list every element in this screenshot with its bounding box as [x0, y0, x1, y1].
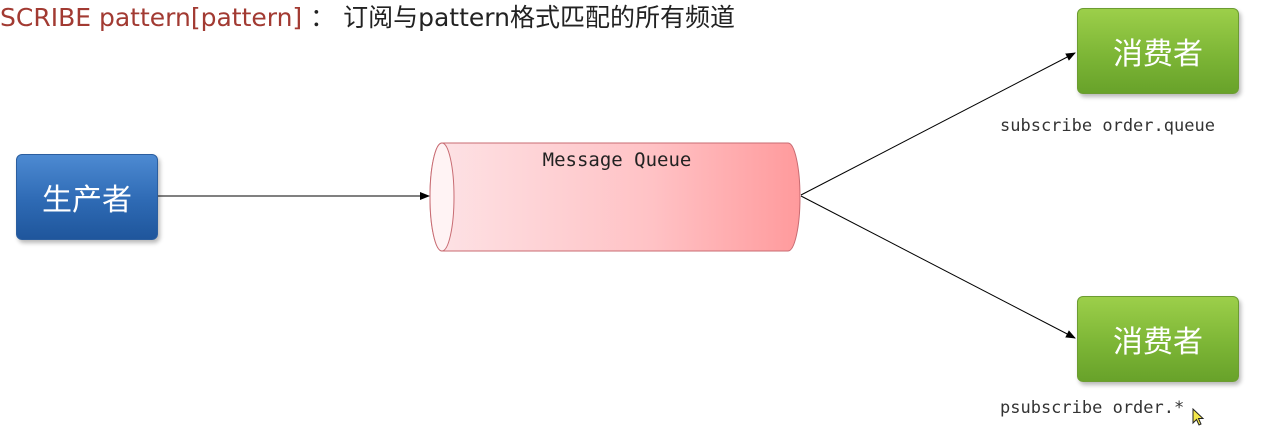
- consumer-box-bottom: 消费者: [1077, 296, 1239, 382]
- title-command: SCRIBE pattern[pattern]: [0, 3, 303, 32]
- consumer-bottom-command: psubscribe order.*: [1000, 398, 1185, 418]
- queue-left-cap: [429, 142, 455, 252]
- mouse-pointer-icon: [1192, 408, 1205, 426]
- consumer-top-label: 消费者: [1113, 37, 1203, 72]
- page-title: SCRIBE pattern[pattern] ： 订阅与pattern格式匹配…: [0, 1, 735, 35]
- producer-label: 生产者: [42, 183, 132, 218]
- consumer-bottom-label: 消费者: [1113, 325, 1203, 360]
- title-description: 订阅与pattern格式匹配的所有频道: [343, 3, 735, 32]
- producer-box: 生产者: [16, 154, 158, 240]
- message-queue-cylinder: [429, 142, 801, 252]
- consumer-top-command: subscribe order.queue: [1000, 116, 1215, 136]
- title-separator: ：: [310, 3, 336, 32]
- consumer-box-top: 消费者: [1077, 8, 1239, 94]
- queue-to-consumer-top-arrow: [800, 52, 1076, 196]
- queue-label: Message Queue: [542, 149, 692, 171]
- queue-to-consumer-bottom-arrow: [800, 195, 1076, 339]
